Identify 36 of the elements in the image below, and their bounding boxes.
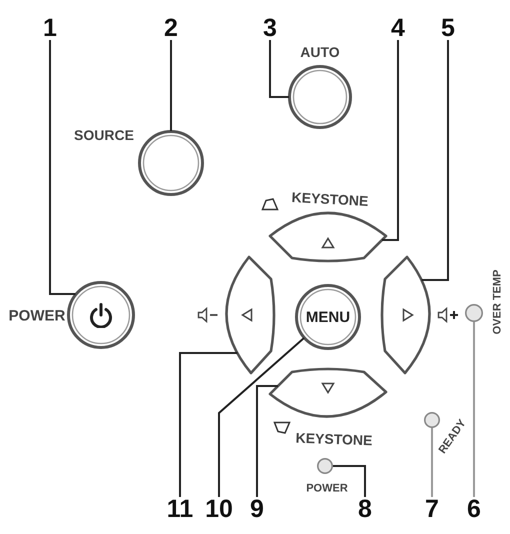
callout-number: 10	[205, 497, 233, 521]
callout-number: 11	[166, 497, 194, 521]
power-button	[66, 280, 136, 350]
button-label: AUTO	[300, 45, 340, 59]
leader-line	[179, 352, 238, 497]
leader-line	[473, 322, 475, 497]
indicator-label: OVER TEMP	[492, 270, 504, 334]
indicator-label: POWER	[306, 484, 348, 494]
callout-number: 2	[164, 16, 178, 40]
callout-number: 4	[391, 16, 405, 40]
leader-line	[256, 385, 278, 497]
source-button	[137, 129, 205, 197]
leader-line	[382, 40, 399, 241]
callout-number: 8	[358, 497, 372, 521]
button-label: KEYSTONE	[295, 430, 373, 448]
indicator-light	[315, 456, 335, 476]
button-label: SOURCE	[74, 128, 134, 142]
callout-number: 1	[43, 16, 57, 40]
leader-line	[170, 40, 172, 131]
leader-line	[333, 465, 366, 497]
callout-number: 7	[425, 497, 439, 521]
auto-button	[287, 64, 353, 130]
callout-number: 6	[467, 497, 481, 521]
button-label: KEYSTONE	[291, 190, 369, 208]
menu-button: MENU	[294, 283, 362, 351]
button-label: POWER	[8, 308, 66, 324]
indicator-light	[463, 302, 485, 324]
leader-line	[431, 428, 433, 497]
down-button	[268, 365, 388, 421]
leader-line	[422, 40, 449, 281]
leader-line	[49, 40, 76, 295]
leader-line	[269, 40, 289, 98]
callout-number: 5	[441, 16, 455, 40]
leader-line	[218, 337, 305, 497]
callout-number: 3	[263, 16, 277, 40]
callout-number: 9	[250, 497, 264, 521]
